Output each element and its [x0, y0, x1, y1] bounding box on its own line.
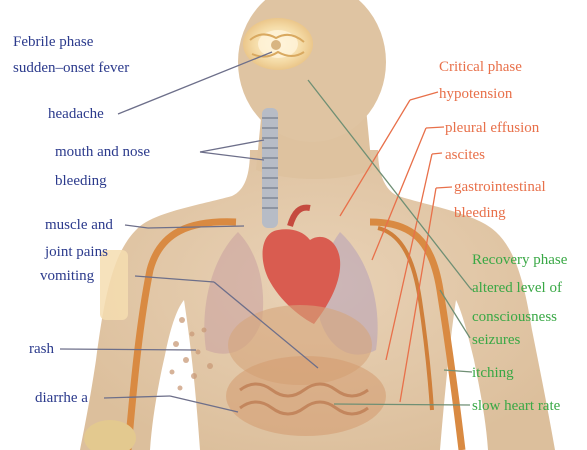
- symptom-slow-heart-rate: slow heart rate: [472, 397, 560, 415]
- symptom-diarrhea: diarrhe a: [35, 389, 88, 407]
- symptom-headache: headache: [48, 105, 104, 123]
- trachea-icon: [262, 108, 278, 228]
- symptom-pleural-effusion: pleural effusion: [445, 119, 539, 137]
- symptom-ascites: ascites: [445, 146, 485, 164]
- symptom-bleeding: bleeding: [55, 172, 107, 190]
- symptom-mouth-nose: mouth and nose: [55, 143, 150, 161]
- febrile-phase-subtitle: sudden–onset fever: [13, 59, 129, 77]
- recovery-phase-title: Recovery phase: [472, 251, 567, 269]
- symptom-itching: itching: [472, 364, 514, 382]
- symptom-hypotension: hypotension: [439, 85, 512, 103]
- symptom-joint-pains: joint pains: [45, 243, 108, 261]
- symptom-consciousness: consciousness: [472, 308, 557, 326]
- febrile-phase-title: Febrile phase: [13, 33, 93, 51]
- symptom-gastrointestinal: gastrointestinal: [454, 178, 546, 196]
- critical-phase-title: Critical phase: [439, 58, 522, 76]
- symptom-rash: rash: [29, 340, 54, 358]
- symptom-altered-level: altered level of: [472, 279, 562, 297]
- symptom-muscle: muscle and: [45, 216, 113, 234]
- symptom-vomiting: vomiting: [40, 267, 94, 285]
- symptom-gi-bleeding: bleeding: [454, 204, 506, 222]
- symptom-seizures: seizures: [472, 331, 520, 349]
- brain-icon: [243, 18, 313, 70]
